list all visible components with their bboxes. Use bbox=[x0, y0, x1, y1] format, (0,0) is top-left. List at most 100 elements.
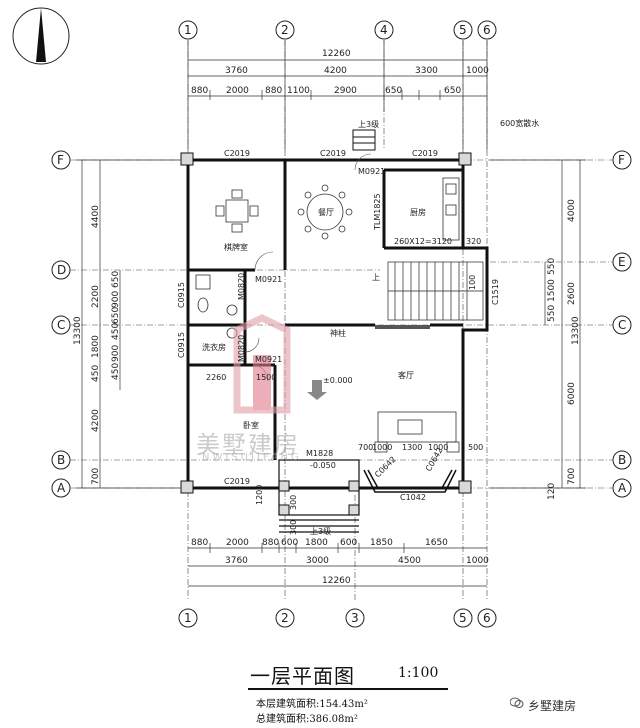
dim-bottom-detail-6: 1850 bbox=[370, 538, 393, 548]
dim-bottom-detail-2: 880 bbox=[262, 538, 279, 548]
room-living: 客厅 bbox=[398, 370, 414, 380]
brand-name: 乡墅建房 bbox=[528, 699, 577, 713]
dim-left-mid-5: 700 bbox=[91, 468, 101, 485]
door-swings bbox=[244, 153, 372, 382]
dim-top-detail-6: 650 bbox=[444, 86, 461, 96]
dim-bottom-detail-0: 880 bbox=[191, 538, 208, 548]
dim-left-mid-1: 2200 bbox=[91, 285, 101, 308]
dining-table-icon bbox=[297, 184, 353, 240]
room-kitchen: 厨房 bbox=[410, 207, 426, 217]
axis-top-6: 6 bbox=[483, 23, 491, 37]
dim-left-mid-0: 4400 bbox=[91, 205, 101, 228]
dim-left-detail-2: 650 bbox=[111, 307, 121, 324]
label-100: 100 bbox=[468, 275, 477, 290]
dim-right-mid-3: 700 bbox=[567, 468, 577, 485]
label-1200: 1200 bbox=[255, 485, 264, 505]
watermark-text: 美墅建房 bbox=[196, 431, 300, 459]
label-m0820-b: M0820 bbox=[237, 335, 246, 362]
label-1300: 1300 bbox=[402, 443, 422, 452]
dim-bottom-mid-0: 3760 bbox=[225, 556, 248, 566]
watermark-logo bbox=[233, 314, 291, 414]
title-underline bbox=[248, 688, 448, 690]
left-axis-markers: F D C B A bbox=[51, 150, 71, 498]
room-shrine: 神柱 bbox=[330, 328, 346, 338]
right-axis-markers: F E C B A bbox=[612, 150, 632, 498]
watermark-subtext: NWISUJIFANG bbox=[202, 452, 302, 463]
dim-top-detail-1: 2000 bbox=[226, 86, 249, 96]
axis-left-B: B bbox=[57, 453, 65, 467]
room-chess: 棋牌室 bbox=[224, 242, 248, 252]
label-1000-a: 1000 bbox=[372, 443, 392, 452]
room-laundry: 洗衣房 bbox=[202, 342, 226, 352]
bathroom-fixtures bbox=[195, 274, 238, 339]
label-level-0: ±0.000 bbox=[323, 376, 353, 385]
axis-right-A: A bbox=[618, 481, 627, 495]
label-c2019-c: C2019 bbox=[412, 149, 438, 158]
axis-right-E: E bbox=[618, 255, 626, 269]
label-m1828: M1828 bbox=[306, 449, 333, 458]
dim-top-detail-4: 2900 bbox=[334, 86, 357, 96]
label-2260: 2260 bbox=[206, 373, 226, 382]
dim-right-mid-0: 4000 bbox=[567, 199, 577, 222]
dim-right-detail-3: 120 bbox=[547, 483, 557, 500]
dim-right-total: 13300 bbox=[571, 316, 581, 345]
dim-right-mid-1: 2600 bbox=[567, 282, 577, 305]
label-level-low: -0.050 bbox=[310, 461, 336, 470]
dim-bottom-mid-1: 3000 bbox=[306, 556, 329, 566]
dim-bottom-detail-5: 600 bbox=[340, 538, 357, 548]
label-m0921-c: M0921 bbox=[255, 355, 282, 364]
dim-right-detail-0: 550 bbox=[547, 258, 557, 275]
axis-bottom-6: 6 bbox=[483, 611, 491, 625]
axis-left-C: C bbox=[57, 318, 65, 332]
dim-bottom-detail-1: 2000 bbox=[226, 538, 249, 548]
dim-bottom-detail-3: 600 bbox=[281, 538, 298, 548]
wechat-icon bbox=[510, 697, 524, 708]
label-c0915-a: C0915 bbox=[177, 282, 186, 308]
dim-top-detail-0: 880 bbox=[191, 86, 208, 96]
axis-left-F: F bbox=[57, 153, 64, 167]
axis-right-F: F bbox=[618, 153, 625, 167]
dim-right-mid-2: 6000 bbox=[567, 382, 577, 405]
dim-left-detail-4: 900 bbox=[111, 345, 121, 362]
label-up: 上 bbox=[372, 273, 380, 282]
dim-bottom-total: 12260 bbox=[322, 576, 351, 586]
dim-top-mid-0: 3760 bbox=[225, 66, 248, 76]
dim-bottom-detail-7: 1650 bbox=[425, 538, 448, 548]
north-arrow bbox=[12, 7, 70, 65]
axis-bottom-2: 2 bbox=[281, 611, 289, 625]
label-c2019-a: C2019 bbox=[224, 149, 250, 158]
label-c2019-d: C2019 bbox=[224, 477, 250, 486]
axis-left-A: A bbox=[57, 481, 66, 495]
dim-top-mid-1: 4200 bbox=[324, 66, 347, 76]
dim-left-mid-3: 450 bbox=[91, 365, 101, 382]
dim-bottom-mid-3: 1000 bbox=[466, 556, 489, 566]
axis-bottom-1: 1 bbox=[184, 611, 192, 625]
kitchen-counter bbox=[442, 177, 460, 241]
dim-top-detail-2: 880 bbox=[265, 86, 282, 96]
staircase bbox=[387, 261, 484, 321]
label-m0921-a: M0921 bbox=[255, 275, 282, 284]
axis-top-2: 2 bbox=[281, 23, 289, 37]
label-300-b: 300 bbox=[289, 520, 298, 535]
floor-area: 本层建筑面积:154.43m² bbox=[256, 699, 368, 710]
dim-left-detail-3: 450 bbox=[111, 323, 121, 340]
left-dimensions bbox=[76, 159, 180, 489]
bottom-axis-markers: 1 2 3 5 6 bbox=[178, 608, 497, 628]
label-drain: 600宽散水 bbox=[500, 118, 539, 128]
label-up-step-top: 上3级 bbox=[358, 119, 379, 129]
entrance-porch bbox=[278, 459, 360, 533]
label-c0642-a: C0642 bbox=[373, 455, 398, 480]
dim-left-mid-2: 1800 bbox=[91, 335, 101, 358]
dim-bottom-detail-4: 1800 bbox=[305, 538, 328, 548]
axis-right-C: C bbox=[618, 318, 626, 332]
right-dimensions bbox=[490, 159, 586, 489]
label-c1519: C1519 bbox=[491, 279, 500, 305]
rear-steps bbox=[352, 129, 376, 151]
drawing-scale: 1:100 bbox=[398, 665, 439, 681]
label-stair-calc: 260X12=3120 bbox=[394, 237, 452, 246]
dim-top-mid-3: 1000 bbox=[466, 66, 489, 76]
label-m0921-b: M0921 bbox=[358, 167, 385, 176]
axis-right-B: B bbox=[618, 453, 626, 467]
dim-top-detail-5: 650 bbox=[385, 86, 402, 96]
dim-left-detail-0: 650 bbox=[111, 271, 121, 288]
